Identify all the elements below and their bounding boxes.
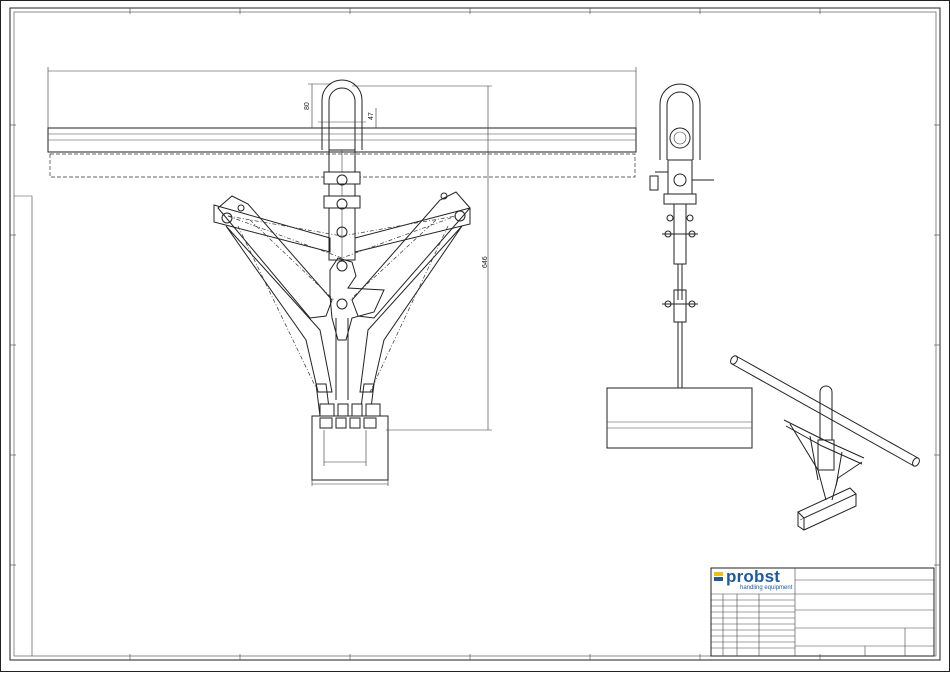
- zone-ticks: [10, 8, 940, 660]
- right-upper-arm: [355, 208, 470, 252]
- filing-margin: [14, 196, 32, 656]
- probst-logo-icon: [714, 572, 723, 582]
- side-load-block: [607, 388, 752, 448]
- isometric-view: [729, 355, 921, 530]
- right-lever: [352, 192, 470, 318]
- center-clamp: [330, 258, 384, 340]
- inner-frame: [10, 8, 940, 660]
- front-view: 646 80 47: [48, 67, 636, 486]
- left-lever: [218, 196, 332, 318]
- iso-block: [798, 488, 856, 518]
- left-leg: [226, 226, 332, 392]
- side-bail: [660, 84, 700, 160]
- dim-overall-height: 646: [482, 256, 489, 268]
- drawing-area-border: [14, 12, 936, 656]
- side-pipe-section: [670, 128, 690, 148]
- left-upper-arm: [214, 205, 330, 252]
- brand-name: probst: [726, 567, 780, 587]
- dim-bail-height: 80: [304, 102, 311, 110]
- side-view: [607, 84, 752, 448]
- bail-loop: [322, 80, 362, 150]
- brand-tagline: handling equipment: [740, 585, 792, 591]
- iso-pipe: [732, 356, 918, 466]
- dim-bail-offset: 47: [368, 112, 375, 120]
